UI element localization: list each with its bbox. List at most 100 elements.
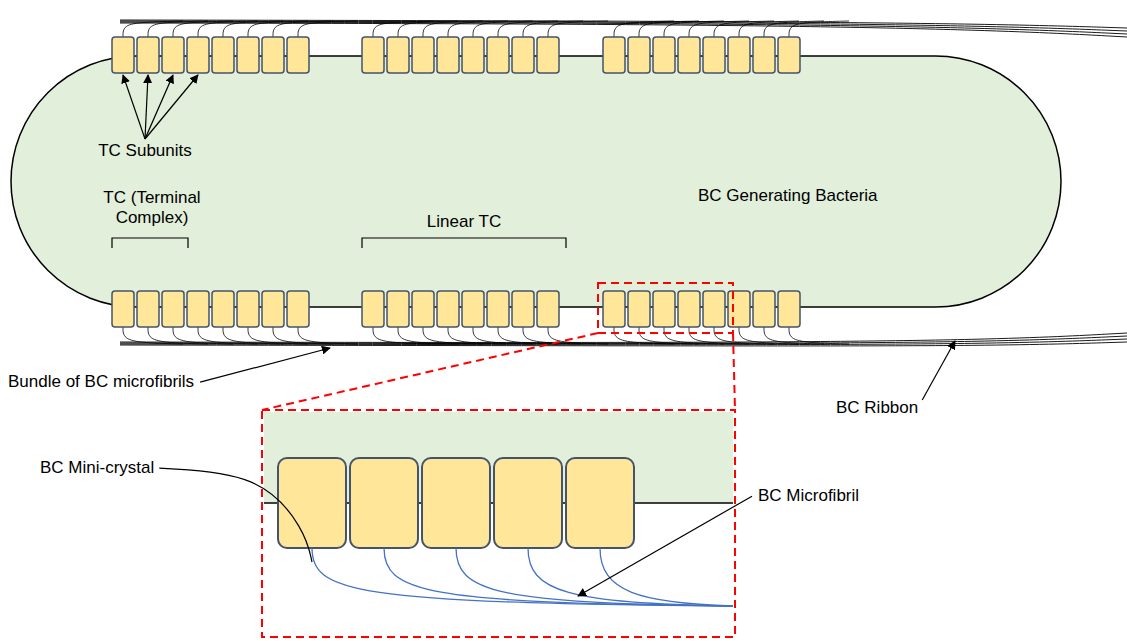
pointer-arrow <box>922 341 955 400</box>
tc-subunit <box>437 291 459 327</box>
microfibril-line <box>473 327 533 344</box>
inset-membrane <box>264 502 733 504</box>
cell-label: BC Generating Bacteria <box>698 186 878 206</box>
zoom-line <box>262 333 598 410</box>
cell-outline <box>11 56 1061 307</box>
ribbon-line <box>120 336 1127 344</box>
microfibril-line <box>398 327 458 344</box>
microfibril-line <box>523 327 583 344</box>
part-label: Bundle of BC microfibrils <box>8 372 194 392</box>
microfibril-line <box>664 327 724 344</box>
tc-subunit <box>628 37 650 73</box>
leader-line <box>159 468 312 562</box>
microfibril-line <box>448 327 508 344</box>
tc-subunit <box>728 291 750 327</box>
tc-subunit <box>112 37 134 73</box>
microfibril-line <box>689 327 749 344</box>
microfibril-line <box>273 327 333 344</box>
tc-subunit <box>437 37 459 73</box>
microfibril-line <box>248 327 308 344</box>
tc-subunit <box>362 291 384 327</box>
inset-cell-fill <box>264 412 733 503</box>
tc-subunit <box>287 37 309 73</box>
tc-subunit <box>653 291 675 327</box>
tc-subunit <box>653 37 675 73</box>
part-label: BC Microfibril <box>758 486 859 506</box>
ribbon-line <box>120 22 1127 34</box>
zoom-region <box>598 283 733 333</box>
tc-subunit <box>162 291 184 327</box>
cell-shape <box>10 55 1062 308</box>
ribbon-line <box>120 342 1127 346</box>
tc-subunit <box>537 37 559 73</box>
tc-subunit-zoom <box>278 458 346 548</box>
tc-subunit <box>628 291 650 327</box>
tc-subunit <box>778 37 800 73</box>
part-label: BC Ribbon <box>836 398 918 418</box>
pointer-arrow <box>578 496 752 596</box>
part-label: TC (Terminal Complex) <box>82 188 222 229</box>
tc-subunit <box>287 291 309 327</box>
mini-crystal-fibril <box>528 548 733 606</box>
tc-subunit <box>387 37 409 73</box>
tc-subunit <box>728 37 750 73</box>
tc-subunit <box>112 291 134 327</box>
tc-subunit <box>487 37 509 73</box>
ribbon-line <box>120 339 1127 345</box>
microfibril-line <box>639 327 699 344</box>
tc-subunit <box>462 37 484 73</box>
mini-crystal-fibril <box>384 548 733 606</box>
tc-subunit <box>137 37 159 73</box>
tc-subunit <box>603 291 625 327</box>
tc-subunit <box>703 291 725 327</box>
tc-subunit <box>237 291 259 327</box>
tc-subunit <box>462 291 484 327</box>
mini-crystal-fibril <box>456 548 733 606</box>
tc-subunit <box>753 291 775 327</box>
tc-subunit <box>487 291 509 327</box>
part-label: Linear TC <box>409 212 519 232</box>
inset-frame <box>262 410 735 637</box>
microfibril-line <box>614 327 674 344</box>
tc-subunit-zoom <box>350 458 418 548</box>
tc-subunit <box>412 291 434 327</box>
microfibril-line <box>173 327 233 344</box>
microfibril-line <box>764 21 824 37</box>
tc-subunit <box>703 37 725 73</box>
tc-subunit <box>212 291 234 327</box>
tc-subunit <box>512 291 534 327</box>
part-label: BC Mini-crystal <box>40 458 154 478</box>
microfibril-line <box>423 327 483 344</box>
tc-subunit <box>137 291 159 327</box>
pointer-arrow <box>145 75 198 139</box>
tc-subunit <box>678 291 700 327</box>
pointer-arrow <box>145 75 148 139</box>
tc-subunit <box>262 291 284 327</box>
tc-subunit <box>187 291 209 327</box>
pointer-arrow <box>200 348 330 382</box>
microfibril-line <box>148 327 208 344</box>
tc-subunit <box>162 37 184 73</box>
tc-subunit <box>678 37 700 73</box>
bracket <box>112 238 188 248</box>
pointer-arrow <box>145 75 173 139</box>
tc-subunit <box>362 37 384 73</box>
zoom-line <box>733 333 735 410</box>
mini-crystal-fibril <box>600 548 733 606</box>
tc-subunit <box>412 37 434 73</box>
tc-subunit <box>778 291 800 327</box>
mini-crystal-fibril <box>312 548 733 606</box>
pointer-arrow <box>123 75 145 139</box>
microfibril-line <box>198 327 258 344</box>
tc-subunit <box>212 37 234 73</box>
tc-subunit <box>537 291 559 327</box>
tc-subunit <box>753 37 775 73</box>
bacterium-cell: BC Generating Bacteria <box>10 55 1062 308</box>
tc-subunit-zoom <box>422 458 490 548</box>
microfibril-line <box>548 327 608 344</box>
tc-subunit <box>237 37 259 73</box>
tc-subunit <box>262 37 284 73</box>
microfibril-line <box>373 327 433 344</box>
microfibril-line <box>123 327 183 344</box>
